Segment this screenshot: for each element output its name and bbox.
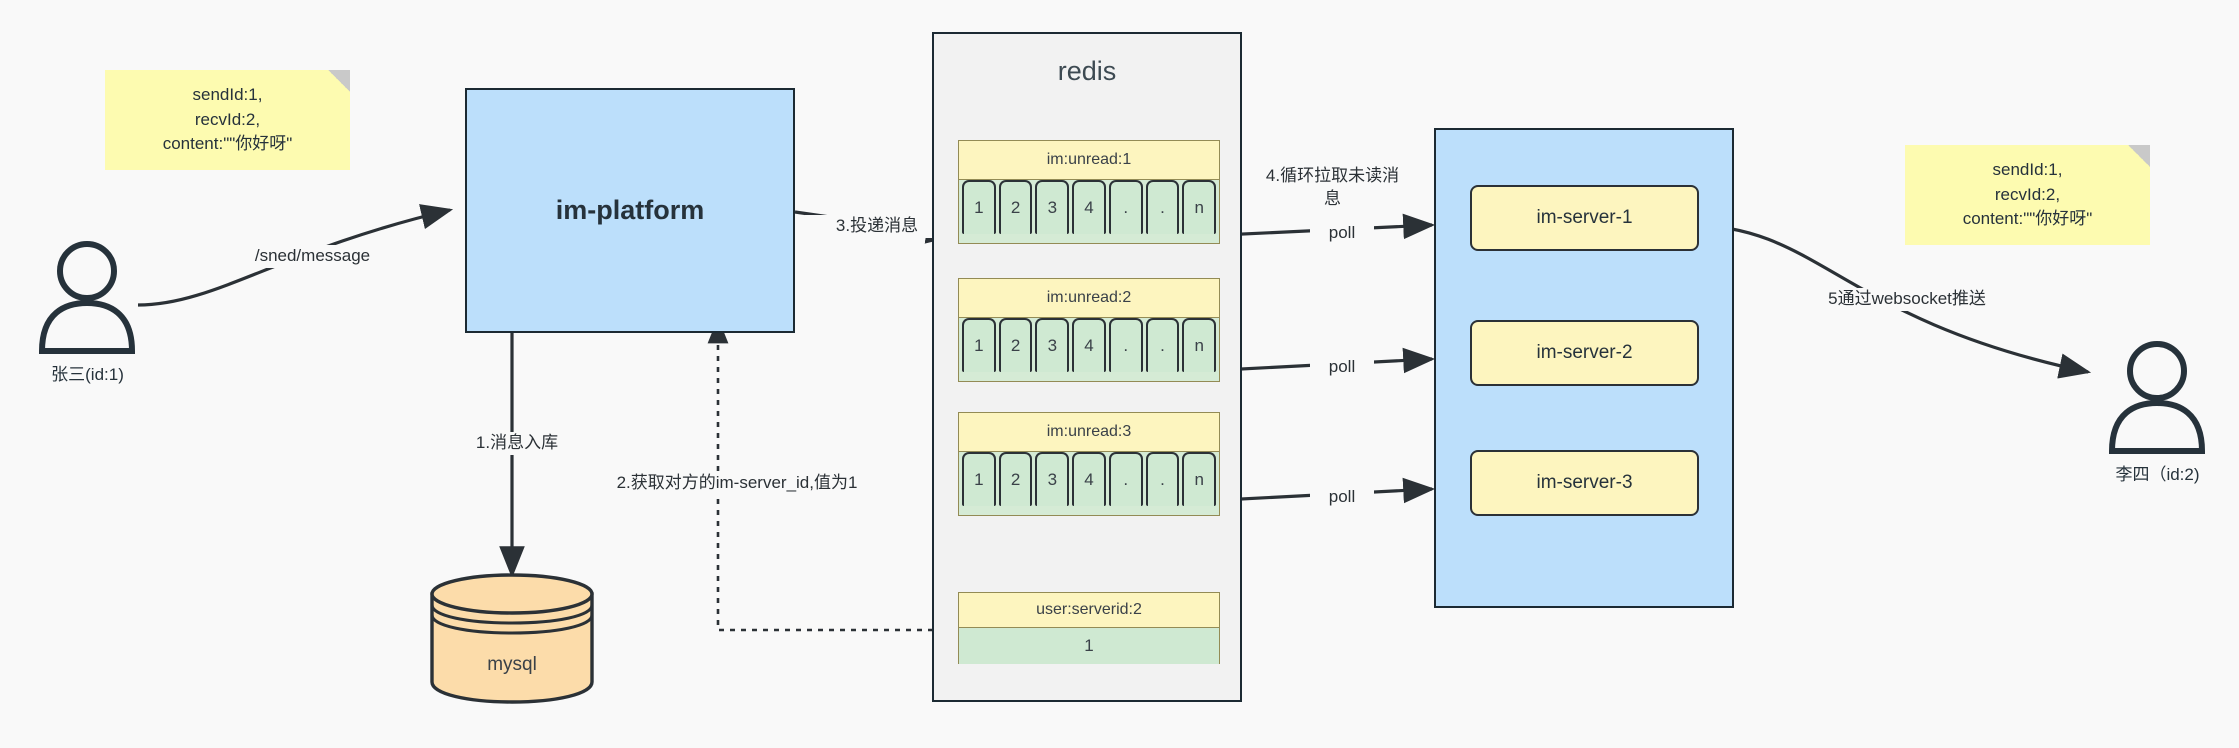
note-sender-payload: sendId:1, recvId:2, content:""你好呀"	[105, 70, 350, 170]
redis-server-map-key: user:serverid:2	[959, 593, 1219, 627]
redis-cell: .	[1145, 452, 1180, 506]
redis-cell: 2	[998, 452, 1033, 506]
redis-title: redis	[1057, 56, 1117, 86]
redis-cells-2: 1 2 3 4 . . n	[959, 452, 1219, 510]
redis-cell: .	[1145, 318, 1180, 372]
im-platform-label: im-platform	[555, 195, 705, 225]
edge-label-step4: 4.循环拉取未读消 息	[1248, 165, 1417, 211]
edge-label-poll-1: poll	[1310, 222, 1374, 245]
actor-receiver-label: 李四（id:2)	[2115, 465, 2200, 484]
redis-cell: 2	[998, 318, 1033, 372]
redis-cell: 1	[962, 180, 996, 234]
redis-server-map[interactable]: user:serverid:2 1	[958, 592, 1220, 664]
redis-cell: 2	[998, 180, 1033, 234]
im-server-1-label: im-server-1	[1536, 207, 1633, 228]
edge-label-send-message: /sned/message	[228, 245, 397, 268]
redis-cell: .	[1108, 452, 1143, 506]
redis-cell: 3	[1035, 180, 1070, 234]
note-sender-text: sendId:1, recvId:2, content:""你好呀"	[162, 85, 293, 154]
edge-label-step1: 1.消息入库	[440, 432, 594, 455]
user-icon	[38, 241, 136, 354]
redis-key-group-1[interactable]: im:unread:2 1 2 3 4 . . n	[958, 278, 1220, 382]
im-server-1-chip[interactable]: im-server-1	[1470, 185, 1699, 251]
mysql-label: mysql	[487, 654, 537, 675]
im-platform-box[interactable]: im-platform	[465, 88, 795, 333]
redis-cell: 4	[1072, 180, 1106, 234]
redis-cell: 1	[962, 452, 996, 506]
note-receiver-text: sendId:1, recvId:2, content:""你好呀"	[1962, 160, 2093, 229]
redis-cell: n	[1182, 318, 1217, 372]
redis-cell: .	[1108, 180, 1143, 234]
redis-key-label-1: im:unread:2	[959, 279, 1219, 318]
redis-cell: 3	[1035, 452, 1070, 506]
im-server-3-chip[interactable]: im-server-3	[1470, 450, 1699, 516]
actor-receiver	[2090, 335, 2225, 455]
redis-key-label-0: im:unread:1	[959, 141, 1219, 180]
edge-label-step2: 2.获取对方的im-server_id,值为1	[570, 472, 904, 495]
edge-label-step5: 5通过websocket推送	[1775, 288, 2039, 311]
redis-server-map-value: 1	[959, 627, 1219, 664]
note-fold-icon	[2128, 145, 2150, 167]
redis-cells-0: 1 2 3 4 . . n	[959, 180, 1219, 238]
redis-cell: 4	[1072, 318, 1106, 372]
user-icon	[2108, 341, 2206, 454]
actor-sender-label: 张三(id:1)	[51, 365, 124, 384]
note-fold-icon	[328, 70, 350, 92]
redis-key-group-2[interactable]: im:unread:3 1 2 3 4 . . n	[958, 412, 1220, 516]
im-server-3-label: im-server-3	[1536, 472, 1633, 493]
note-receiver-payload: sendId:1, recvId:2, content:""你好呀"	[1905, 145, 2150, 245]
redis-cell: 3	[1035, 318, 1070, 372]
im-server-2-label: im-server-2	[1536, 342, 1633, 363]
redis-cell: n	[1182, 180, 1217, 234]
redis-key-group-0[interactable]: im:unread:1 1 2 3 4 . . n	[958, 140, 1220, 244]
redis-cell: .	[1108, 318, 1143, 372]
mysql-database: mysql	[428, 572, 596, 704]
edge-label-poll-3: poll	[1310, 486, 1374, 509]
edge-label-poll-2: poll	[1310, 356, 1374, 379]
actor-sender	[20, 235, 155, 355]
edge-label-step3: 3.投递消息	[805, 215, 949, 238]
database-cylinder-icon	[430, 573, 594, 704]
redis-cell: .	[1145, 180, 1180, 234]
redis-cell: n	[1182, 452, 1217, 506]
im-server-2-chip[interactable]: im-server-2	[1470, 320, 1699, 386]
redis-key-label-2: im:unread:3	[959, 413, 1219, 452]
redis-cells-1: 1 2 3 4 . . n	[959, 318, 1219, 376]
redis-cell: 4	[1072, 452, 1106, 506]
redis-cell: 1	[962, 318, 996, 372]
